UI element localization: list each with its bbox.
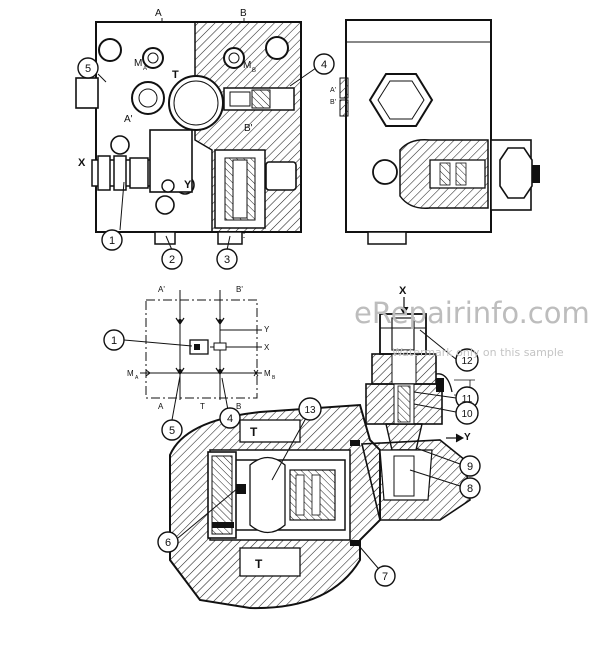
sch-label-t: T: [200, 402, 205, 411]
sch-label-b-prime: B': [236, 285, 243, 294]
pilot-cartridge-detail: X Y: [361, 285, 475, 521]
label-mb: M: [243, 60, 251, 71]
sch-label-ma: M: [127, 369, 134, 378]
side-view-block: A' B': [330, 19, 540, 245]
sch-label-y: Y: [264, 325, 270, 334]
callout-13: 13: [298, 397, 322, 421]
label-ma: M: [134, 58, 142, 69]
label-x: X: [78, 157, 86, 169]
section-label-t-bottom: T: [255, 557, 263, 571]
svg-text:2: 2: [169, 254, 175, 266]
callout-2: 2: [161, 248, 183, 270]
svg-text:12: 12: [461, 356, 473, 367]
sch-label-a-prime: A': [158, 285, 165, 294]
svg-text:10: 10: [461, 409, 473, 420]
callout-6: 6: [157, 531, 179, 553]
side-label-a-prime: A': [330, 87, 336, 94]
callout-10: 10: [455, 401, 479, 425]
sch-label-mb: M: [264, 369, 271, 378]
label-mb-sub: B: [252, 68, 256, 74]
svg-text:5: 5: [85, 63, 91, 75]
svg-text:11: 11: [462, 394, 473, 405]
svg-text:1: 1: [109, 235, 115, 247]
callout-leaders: [97, 67, 461, 569]
svg-text:6: 6: [165, 537, 171, 549]
callout-5-top: 5: [77, 57, 99, 79]
section-label-t-top: T: [250, 425, 258, 439]
watermark-note: Watermark only on this sample: [392, 346, 564, 359]
callouts: 1 2 3 4 5 1 5 4: [77, 53, 481, 587]
callout-5-schematic: 5: [161, 419, 183, 441]
label-b-prime: B': [244, 123, 253, 134]
callout-8: 8: [459, 477, 481, 499]
callout-9: 9: [459, 455, 481, 477]
side-label-b-prime: B': [330, 99, 336, 106]
label-ma-sub: A: [143, 66, 147, 72]
hydraulic-schematic: A' B' Y X M A M B A T B: [127, 285, 276, 411]
label-a: A: [155, 8, 162, 19]
svg-text:5: 5: [169, 425, 175, 437]
label-a-prime: A': [124, 114, 133, 125]
detail-label-x: X: [399, 285, 407, 297]
callout-3: 3: [216, 248, 238, 270]
label-b: B: [240, 8, 247, 19]
svg-text:3: 3: [224, 254, 230, 266]
svg-text:1: 1: [111, 335, 117, 347]
watermark-brand: eRepairinfo.com: [354, 296, 590, 330]
label-y: Y: [184, 179, 192, 191]
section-view: T T: [169, 403, 381, 610]
sch-label-x: X: [264, 343, 270, 352]
top-view-block: A B M A M B T A' B' X Y: [75, 8, 302, 245]
svg-text:8: 8: [467, 483, 473, 495]
svg-text:4: 4: [227, 413, 233, 425]
callout-1-top: 1: [101, 229, 123, 251]
svg-text:13: 13: [304, 405, 316, 416]
detail-label-y: Y: [464, 432, 471, 443]
callout-4-schematic: 4: [219, 407, 241, 429]
svg-text:9: 9: [467, 461, 473, 473]
callout-7: 7: [374, 565, 396, 587]
svg-text:4: 4: [321, 59, 327, 71]
callout-4-top: 4: [313, 53, 335, 75]
sch-label-ma-sub: A: [135, 375, 139, 381]
label-t: T: [172, 69, 179, 81]
sch-label-b: B: [236, 402, 241, 411]
sch-label-mb-sub: B: [272, 375, 276, 381]
svg-text:7: 7: [382, 571, 388, 583]
sch-label-a: A: [158, 402, 164, 411]
callout-1-schematic: 1: [103, 329, 125, 351]
callout-12: 12: [455, 348, 479, 372]
